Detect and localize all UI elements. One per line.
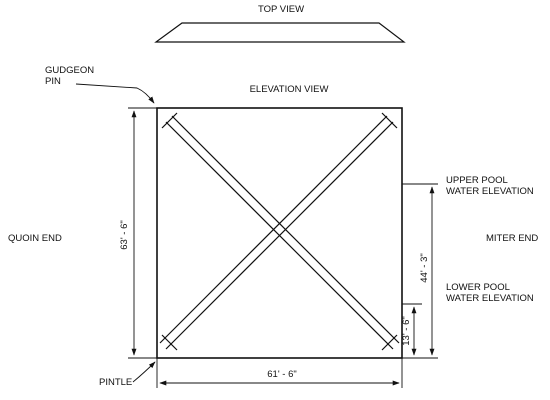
quoin-end-label: QUOIN END [8, 233, 62, 244]
miter-end-label: MITER END [486, 233, 538, 244]
lower-pool-depth-label: 13' - 6" [401, 316, 412, 345]
gate-width-label: 61' - 6" [267, 369, 296, 380]
gate-height-dimension [128, 107, 157, 359]
gate-width-dimension [156, 358, 403, 388]
gudgeon-label-line2: PIN [45, 76, 61, 87]
lower-pool-label-line2: WATER ELEVATION [446, 293, 534, 304]
upper-pool-depth-label: 44' - 3" [419, 253, 430, 282]
gudgeon-leader [75, 83, 155, 104]
pintle-leader [132, 361, 156, 383]
upper-pool-depth-dimension [402, 186, 438, 359]
diagonal-brace-a [161, 112, 400, 351]
elevation-view-title: ELEVATION VIEW [250, 84, 329, 95]
pintle-label: PINTLE [99, 377, 132, 388]
gudgeon-label-line1: GUDGEON [45, 65, 94, 76]
gate-height-label: 63' - 6" [119, 220, 130, 249]
lower-pool-label-line1: LOWER POOL [446, 282, 510, 293]
top-view-title: TOP VIEW [258, 4, 304, 15]
diagonal-brace-b [159, 112, 398, 351]
top-view-outline [154, 22, 406, 43]
upper-pool-label-line1: UPPER POOL [446, 175, 508, 186]
gate-frame [156, 107, 403, 359]
upper-pool-label-line2: WATER ELEVATION [446, 186, 534, 197]
